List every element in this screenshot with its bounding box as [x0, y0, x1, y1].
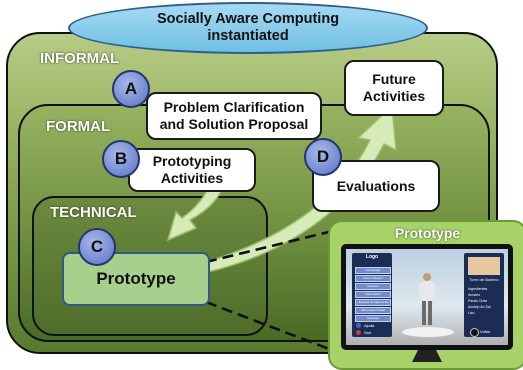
stage-floor — [402, 327, 454, 337]
badge-b: B — [102, 140, 140, 178]
screenshot-menu-item: Reserva — [355, 283, 391, 290]
problem-clarification-box: Problem Clarification and Solution Propo… — [146, 92, 322, 140]
right-panel-item: Lixo — [468, 311, 475, 315]
tv-screen: Logo Homepage Como Chegar? Reserva Você … — [346, 249, 508, 345]
screenshot-exit-label: Sair — [364, 330, 372, 335]
prototype-screenshot-panel: Prototype Logo Homepage Como Chegar? Res… — [328, 220, 523, 370]
title-banner-text: Socially Aware Computing instantiated — [156, 11, 340, 44]
prototyping-activities-label: Prototyping Activities — [152, 153, 232, 186]
evaluations-label: Evaluations — [336, 177, 416, 194]
right-panel-item: Pavão Cinta — [468, 299, 488, 303]
informal-layer-label: INFORMAL — [40, 50, 120, 67]
presenter-figure — [419, 273, 435, 325]
tv-stand — [412, 350, 442, 362]
screenshot-title: Prototype — [394, 225, 461, 241]
technical-layer-label: TECHNICAL — [50, 204, 137, 221]
prototyping-activities-box: Prototyping Activities — [128, 148, 256, 192]
dashed-connector-bottom — [205, 300, 346, 357]
screenshot-help-label: Ajuda — [364, 323, 375, 328]
screenshot-menu-item: Marmorato Virtual — [355, 307, 391, 314]
right-panel-item: Ingredientes — [468, 287, 488, 291]
badge-d: D — [304, 138, 342, 176]
right-panel-title: Torre de Boneco — [469, 277, 499, 282]
screenshot-right-panel: Torre de Boneco Ingredientes Armário Pav… — [464, 253, 504, 337]
screenshot-menu-item: Homepage — [355, 267, 391, 274]
screenshot-menu-panel: Logo Homepage Como Chegar? Reserva Você … — [352, 253, 392, 337]
screenshot-menu-item: Você Sabe? — [355, 291, 391, 298]
screenshot-exit-dot — [356, 330, 361, 335]
screenshot-help-dot — [356, 323, 361, 328]
problem-clarification-label: Problem Clarification and Solution Propo… — [159, 99, 309, 132]
arrow-to-prototype — [166, 179, 228, 242]
screenshot-back-label: Voltar — [480, 329, 491, 334]
badge-c: C — [78, 228, 116, 266]
right-panel-item: Azulejo Ao Sal — [468, 305, 491, 309]
dashed-connector-top — [205, 226, 346, 264]
formal-layer-label: FORMAL — [46, 118, 111, 135]
title-banner: Socially Aware Computing instantiated — [68, 2, 428, 54]
right-panel-image — [468, 257, 500, 275]
arrow-to-future-activities — [205, 104, 397, 273]
tv-frame: Logo Homepage Como Chegar? Reserva Você … — [341, 244, 513, 350]
prototype-label: Prototype — [96, 269, 176, 288]
screenshot-back-dot — [470, 328, 479, 337]
future-activities-box: Future Activities — [344, 60, 444, 116]
screenshot-menu-item: Como Chegar? — [355, 275, 391, 282]
screenshot-menu-item: Histórias de Marmorato — [355, 299, 391, 306]
badge-a: A — [112, 70, 150, 108]
future-activities-label: Future Activities — [362, 71, 426, 104]
screenshot-menu-item: Compare — [355, 315, 391, 322]
right-panel-item: Armário — [468, 293, 481, 297]
screenshot-logo: Logo — [365, 254, 379, 260]
